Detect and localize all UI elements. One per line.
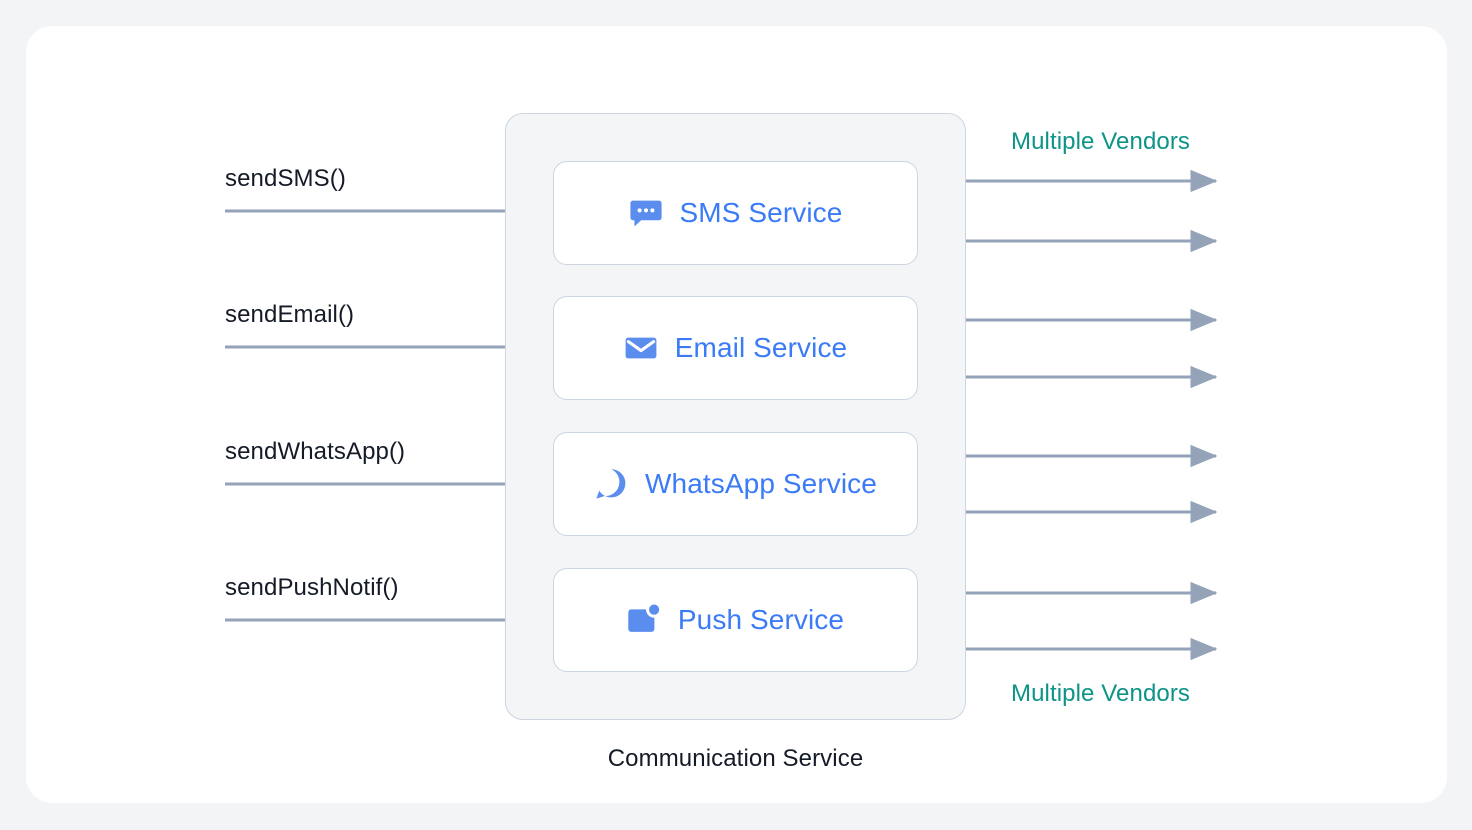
api-label-email: sendEmail() — [225, 301, 355, 328]
envelope-icon — [625, 337, 657, 359]
push-notification-icon — [628, 604, 660, 632]
service-card-label: Email Service — [674, 332, 848, 363]
service-card-email[interactable]: Email Service — [553, 296, 918, 400]
service-card-whatsapp[interactable]: WhatsApp Service — [553, 432, 918, 536]
service-card-label: SMS Service — [679, 197, 843, 228]
service-card-label: Push Service — [677, 604, 845, 635]
service-card-push[interactable]: Push Service — [553, 568, 918, 672]
whatsapp-icon — [596, 469, 626, 499]
service-card-sms[interactable]: SMS Service — [553, 161, 918, 265]
service-card-label: WhatsApp Service — [645, 468, 877, 499]
vendor-label-top: Multiple Vendors — [1011, 128, 1191, 155]
api-label-push: sendPushNotif() — [225, 574, 399, 601]
container-caption: Communication Service — [607, 745, 864, 772]
chat-bubble-icon — [629, 200, 662, 227]
api-label-sms: sendSMS() — [225, 165, 346, 192]
api-label-whatsapp: sendWhatsApp() — [225, 438, 406, 465]
vendor-label-bottom: Multiple Vendors — [1011, 680, 1191, 707]
